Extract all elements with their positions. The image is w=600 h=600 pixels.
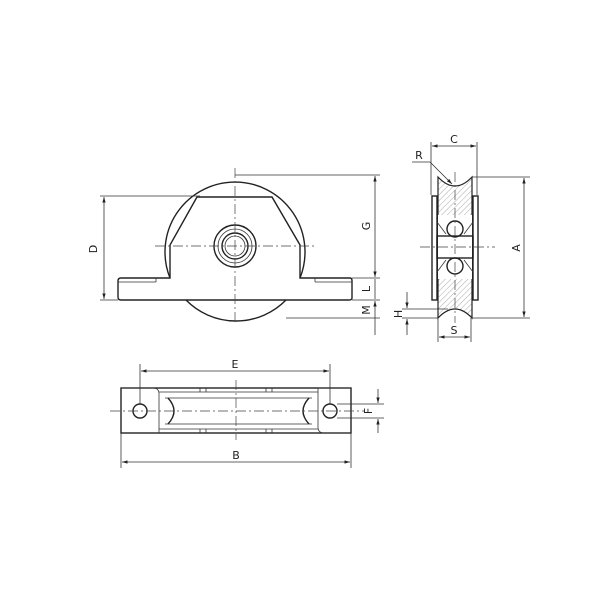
dim-label-a: A	[510, 244, 523, 252]
top-view: E B F	[110, 358, 384, 468]
dim-label-m: M	[360, 305, 373, 315]
dim-label-e: E	[232, 358, 239, 371]
dim-label-s: S	[451, 324, 458, 337]
dim-label-g: G	[360, 222, 373, 231]
dim-label-r: R	[415, 149, 423, 162]
wheel-bottom	[185, 299, 287, 322]
bracket	[117, 196, 353, 301]
dim-label-c: C	[450, 133, 458, 146]
dim-label-h: H	[392, 310, 405, 318]
front-view: D G L M	[87, 168, 380, 335]
dim-label-f: F	[362, 408, 375, 414]
side-view: C R A H S	[392, 133, 530, 342]
dim-label-d: D	[87, 245, 100, 253]
dim-label-l: L	[360, 285, 373, 292]
dim-label-b: B	[232, 449, 240, 462]
